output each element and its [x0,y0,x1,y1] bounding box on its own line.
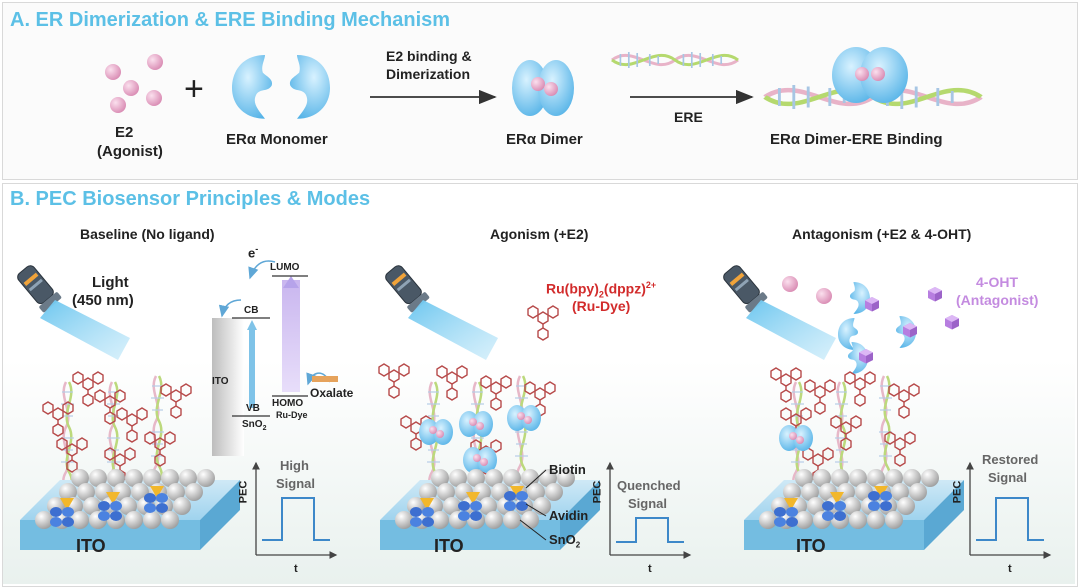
biotin-label: Biotin [549,462,586,477]
agonism-axis-x: t [648,563,652,575]
antagonism-signal-label-1: Restored [982,452,1039,467]
panel-b-title: B. PEC Biosensor Principles & Modes [10,188,371,210]
er-dimer-icon [512,60,574,116]
antagonist-label-2: (Antagonist) [956,292,1039,308]
cb-label: CB [244,305,259,316]
ito-label-baseline: ITO [76,536,106,556]
arrow1-label-line2: Dimerization [386,66,471,82]
monomer-label: ERα Monomer [226,131,328,148]
antagonism-signal-label-2: Signal [988,470,1028,485]
baseline-axis-x: t [294,563,298,575]
ito-label-agonism: ITO [434,536,464,556]
dna-helix-icon [610,50,740,70]
antagonism-axis-y: PEC [951,480,964,504]
agonism-axis-y: PEC [591,480,604,504]
agonism-signal-label-1: Quenched [617,478,681,493]
ru-dye-band-label: Ru-Dye [276,410,308,420]
ru-dye-formula: Ru(bpy)2(dppz)2+ [546,280,657,300]
antagonism-scene [719,261,1052,559]
dimer-ere-label: ERα Dimer-ERE Binding [770,131,943,148]
e2-label: E2 [115,124,134,141]
baseline-title: Baseline (No ligand) [80,226,215,242]
light-label: Light [92,274,129,291]
lumo-label: LUMO [270,262,300,273]
ito-label-antagonism: ITO [796,536,826,556]
sno2-band-label: SnO2 [242,419,267,432]
panel-a-title: A. ER Dimerization & ERE Binding Mechani… [10,9,451,31]
baseline-axis-y: PEC [237,480,250,504]
arrow2-label: ERE [674,109,703,125]
plus-sign: + [184,70,204,108]
vb-label: VB [246,403,260,414]
avidin-label: Avidin [549,508,589,523]
oxalate-label: Oxalate [310,386,354,400]
er-monomer-icon [232,55,330,119]
antagonism-axis-x: t [1008,563,1012,575]
baseline-signal-label-1: High [280,458,309,473]
e2-agonist-label: (Agonist) [97,143,163,160]
dimer-ere-complex [765,47,981,109]
electron-label: e- [248,244,259,261]
ru-dye-name: (Ru-Dye) [572,298,631,314]
homo-label: HOMO [272,398,304,409]
baseline-scene [13,260,338,559]
antagonist-label-1: 4-OHT [976,274,1018,290]
light-wavelength: (450 nm) [72,292,134,309]
agonism-title: Agonism (+E2) [490,226,589,242]
antagonism-title: Antagonism (+E2 & 4-OHT) [792,226,972,242]
sno2-label: SnO2 [549,532,581,550]
baseline-signal-label-2: Signal [276,476,316,491]
arrow1-label-line1: E2 binding & [386,48,472,64]
agonism-signal-label-2: Signal [628,496,668,511]
dimer-label: ERα Dimer [506,131,583,148]
ito-band-label: ITO [212,376,229,387]
e2-molecules [105,54,163,113]
agonism-scene [378,261,692,559]
